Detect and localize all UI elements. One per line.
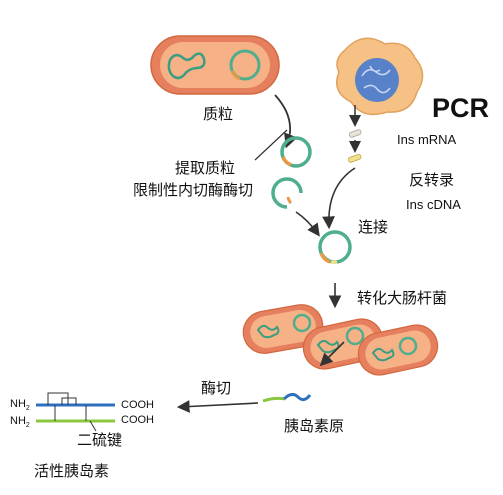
extracted-plasmid [280,136,312,168]
pancreatic-cell [336,37,424,116]
cut-plasmid [271,177,303,209]
label-disulfide-bond: 二硫键 [77,431,123,449]
label-reverse-transcription: 反转录 [409,171,455,189]
nucleus [355,58,399,102]
recombinant-plasmid [318,230,352,265]
label-enzyme-cut: 酶切 [201,379,232,397]
label-plasmid: 质粒 [203,105,234,123]
nucleoid-dna [167,52,206,80]
label-proinsulin: 胰岛素原 [284,417,345,435]
label-ligation: 连接 [358,218,389,236]
label-ins-cdna: Ins cDNA [406,197,461,212]
proinsulin-chain [262,392,312,403]
cooh-top-label: COOH [121,399,154,411]
nh2-top-label: NH2 [10,398,30,413]
label-pcr: PCR [432,93,490,123]
label-active-insulin: 活性胰岛素 [34,462,110,480]
transformed-bacterium-3 [357,324,439,376]
label-extract-plasmid: 提取质粒 [175,159,236,177]
plasmid-in-cell [229,49,261,81]
label-transform-ecoli: 转化大肠杆菌 [357,289,448,307]
cdna-fragment [347,153,362,163]
nh2-bottom-label: NH2 [10,415,30,430]
cooh-bottom-label: COOH [121,414,154,426]
active-insulin-structure [36,392,115,432]
label-ins-mrna: Ins mRNA [397,132,457,147]
label-restriction-digest: 限制性内切酶酶切 [133,181,254,199]
transformed-bacterium-1 [242,304,324,354]
source-bacterium [150,35,280,95]
mrna-fragment [348,129,362,138]
